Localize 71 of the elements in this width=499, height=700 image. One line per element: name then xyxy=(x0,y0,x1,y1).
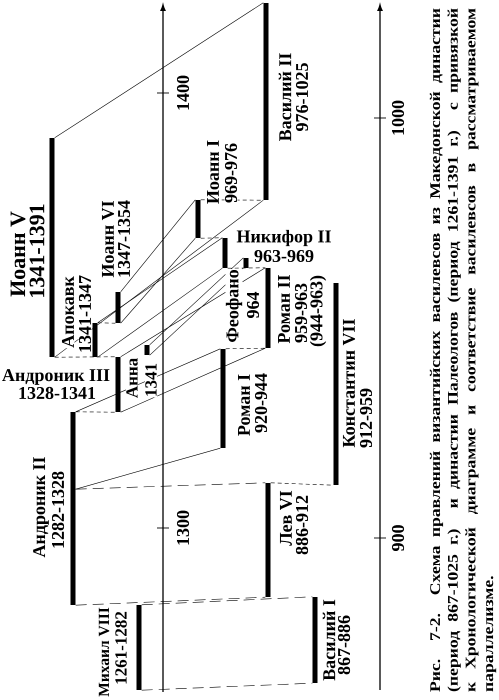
connector-line xyxy=(225,348,266,350)
ruler-name: Иоанн V xyxy=(10,210,26,298)
reign-bar xyxy=(334,283,338,485)
connector-line xyxy=(141,682,313,690)
reign-years: 920-944 xyxy=(254,372,268,434)
caption: Рис. 7-2. Схема правлений византийских василевсов из Македонской династии (период 867-1025 г.) и династии Палеологов (период 1261-1391 г.) с привязкой к Хронологической диаграмме и соответствие василевсов в рассматриваемом параллелизме. xyxy=(430,8,496,692)
connector-line xyxy=(97,322,116,324)
reign-bar xyxy=(70,412,76,605)
reign-bar xyxy=(222,238,228,268)
ruler-name: Феофано xyxy=(225,268,243,344)
connector-line xyxy=(54,356,116,358)
reign-bar xyxy=(116,292,120,323)
ruler-name: Андроник II xyxy=(32,456,50,558)
reign-years: 1282-1328 xyxy=(52,470,64,550)
connector-line xyxy=(120,348,266,412)
tick-label: 1000 xyxy=(392,100,404,135)
tick-label: 1300 xyxy=(176,510,190,545)
ruler-name: Роман I xyxy=(238,373,250,436)
ruler-name: Никифор II xyxy=(236,229,332,247)
reign-bar xyxy=(220,349,226,448)
reign-bar xyxy=(92,323,98,357)
ruler-name: Апокавк xyxy=(62,276,74,348)
reign-years: 1328-1341 xyxy=(18,386,96,400)
connector-line xyxy=(149,258,244,346)
connector-line xyxy=(97,268,223,358)
reign-years: 1341 xyxy=(144,362,158,398)
reign-bar xyxy=(266,268,270,348)
reign-years: 964 xyxy=(246,291,260,319)
connector-line xyxy=(97,238,223,324)
reign-bar xyxy=(312,597,318,683)
reign-years: (944-963) xyxy=(309,274,327,348)
reign-years: 1341-1391 xyxy=(29,202,45,300)
reign-bar xyxy=(50,138,54,357)
ruler-name: Иоанн I xyxy=(206,139,220,205)
reign-years: 886-912 xyxy=(296,494,308,556)
reign-years: 959-963 xyxy=(294,282,308,344)
reign-bar xyxy=(266,483,270,597)
reign-bar xyxy=(264,3,268,200)
reign-bar xyxy=(136,605,142,690)
connector-line xyxy=(54,2,264,138)
ruler-name: Роман II xyxy=(278,274,290,344)
reign-years: 1347-1354 xyxy=(118,200,130,278)
reign-years: 1341-1347 xyxy=(78,274,92,354)
connector-line xyxy=(75,596,266,606)
connector-line xyxy=(120,200,196,292)
reign-years: 969-976 xyxy=(224,142,238,204)
connector-line xyxy=(54,200,264,358)
reign-years: 976-1025 xyxy=(296,62,308,132)
ruler-name: Иоанн VI xyxy=(102,200,114,278)
connector-line xyxy=(120,268,266,358)
connector-line xyxy=(141,596,313,606)
ruler-name: Василий I xyxy=(322,598,336,682)
ruler-name: Андроник III xyxy=(2,368,110,386)
ruler-name: Василий II xyxy=(278,52,292,142)
connector-line xyxy=(75,482,266,490)
reign-years: 963-969 xyxy=(254,250,314,262)
reign-bar xyxy=(196,200,200,238)
reign-bar xyxy=(244,258,248,268)
tick-label: 1400 xyxy=(176,76,190,110)
reign-years: 912-959 xyxy=(360,388,372,448)
reign-bar xyxy=(116,357,120,412)
ruler-name: Михаил VIII xyxy=(98,606,110,698)
reign-years: 867-886 xyxy=(338,614,350,676)
reign-years: 1261-1282 xyxy=(114,610,128,686)
reign-bar xyxy=(144,345,150,355)
connector-line xyxy=(75,448,221,490)
tick-label: 900 xyxy=(392,525,404,551)
ruler-name: Константин VII xyxy=(342,318,356,448)
ruler-name: Лев VI xyxy=(280,490,292,546)
ruler-name: Анна xyxy=(126,357,138,399)
connector-line xyxy=(120,238,196,324)
